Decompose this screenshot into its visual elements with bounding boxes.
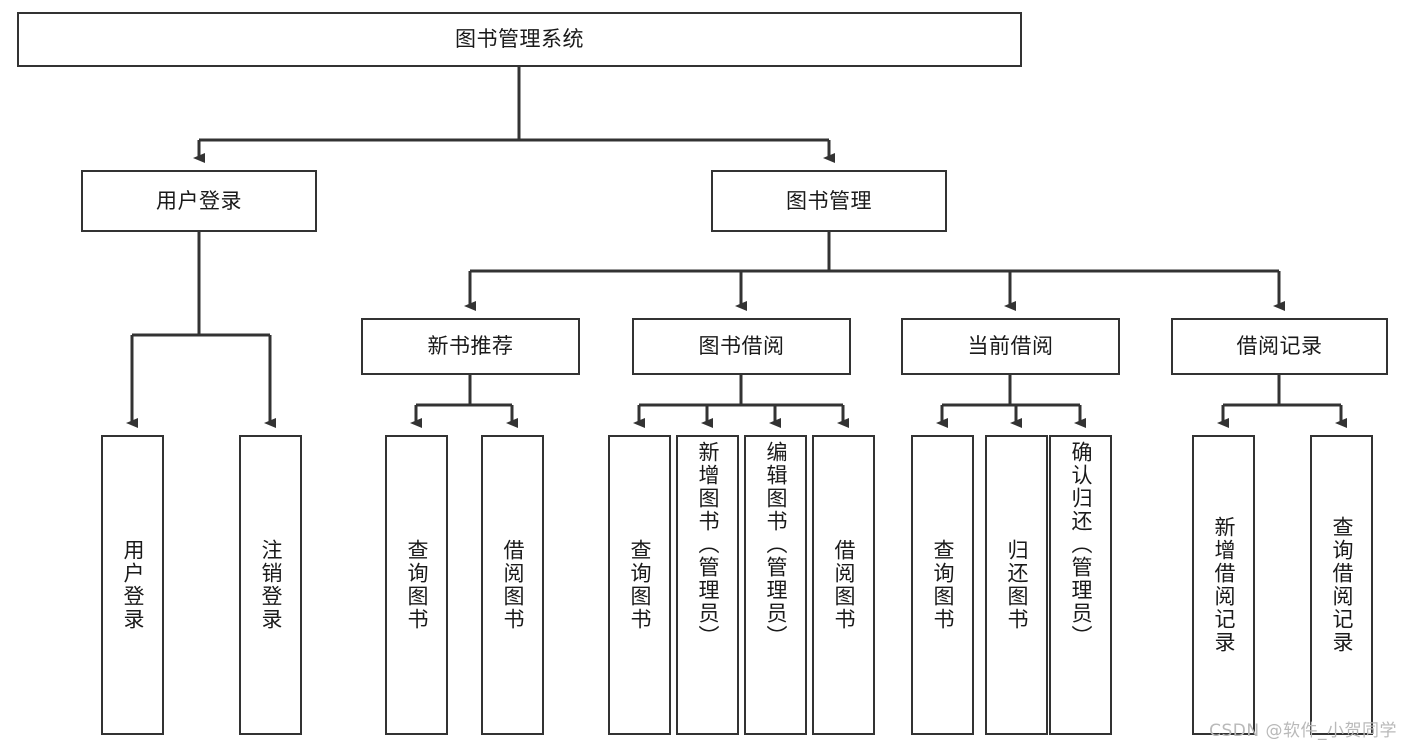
watermark: CSDN @软件_小贺同学 (1209, 721, 1397, 741)
leaf-node-10[interactable]: 确认归还（管理员） (1049, 435, 1112, 735)
leaf-node-4[interactable]: 查询图书 (608, 435, 671, 735)
leaf-node-label: 借阅图书 (832, 539, 856, 631)
leaf-node-label: 查询图书 (628, 539, 652, 631)
leaf-node-12[interactable]: 查询借阅记录 (1310, 435, 1373, 735)
leaf-node-label: 注销登录 (259, 539, 283, 631)
level3-node-label: 借阅记录 (1236, 334, 1323, 359)
level2-node-label: 图书管理 (786, 188, 872, 213)
leaf-node-label: 查询图书 (931, 539, 955, 631)
level3-node-3[interactable]: 借阅记录 (1171, 318, 1388, 375)
level2-node-label: 用户登录 (156, 188, 242, 213)
root-node-0[interactable]: 图书管理系统 (17, 12, 1022, 67)
leaf-node-label: 确认归还（管理员） (1069, 441, 1093, 648)
leaf-node-label: 归还图书 (1005, 539, 1029, 631)
leaf-node-label: 查询借阅记录 (1330, 516, 1354, 654)
level3-node-1[interactable]: 图书借阅 (632, 318, 851, 375)
root-node-label: 图书管理系统 (455, 27, 584, 52)
leaf-node-label: 编辑图书（管理员） (764, 441, 788, 648)
level3-node-2[interactable]: 当前借阅 (901, 318, 1120, 375)
leaf-node-3[interactable]: 借阅图书 (481, 435, 544, 735)
leaf-node-label: 用户登录 (121, 539, 145, 631)
level2-node-0[interactable]: 用户登录 (81, 170, 317, 232)
level3-node-label: 新书推荐 (427, 334, 514, 359)
leaf-node-8[interactable]: 查询图书 (911, 435, 974, 735)
leaf-node-9[interactable]: 归还图书 (985, 435, 1048, 735)
leaf-node-1[interactable]: 注销登录 (239, 435, 302, 735)
level3-node-0[interactable]: 新书推荐 (361, 318, 580, 375)
leaf-node-label: 查询图书 (405, 539, 429, 631)
leaf-node-11[interactable]: 新增借阅记录 (1192, 435, 1255, 735)
leaf-node-6[interactable]: 编辑图书（管理员） (744, 435, 807, 735)
level2-node-1[interactable]: 图书管理 (711, 170, 947, 232)
leaf-node-label: 新增借阅记录 (1212, 516, 1236, 654)
level3-node-label: 图书借阅 (698, 334, 785, 359)
leaf-node-2[interactable]: 查询图书 (385, 435, 448, 735)
leaf-node-label: 新增图书（管理员） (696, 441, 720, 648)
level3-node-label: 当前借阅 (967, 334, 1054, 359)
leaf-node-7[interactable]: 借阅图书 (812, 435, 875, 735)
leaf-node-5[interactable]: 新增图书（管理员） (676, 435, 739, 735)
leaf-node-label: 借阅图书 (501, 539, 525, 631)
leaf-node-0[interactable]: 用户登录 (101, 435, 164, 735)
